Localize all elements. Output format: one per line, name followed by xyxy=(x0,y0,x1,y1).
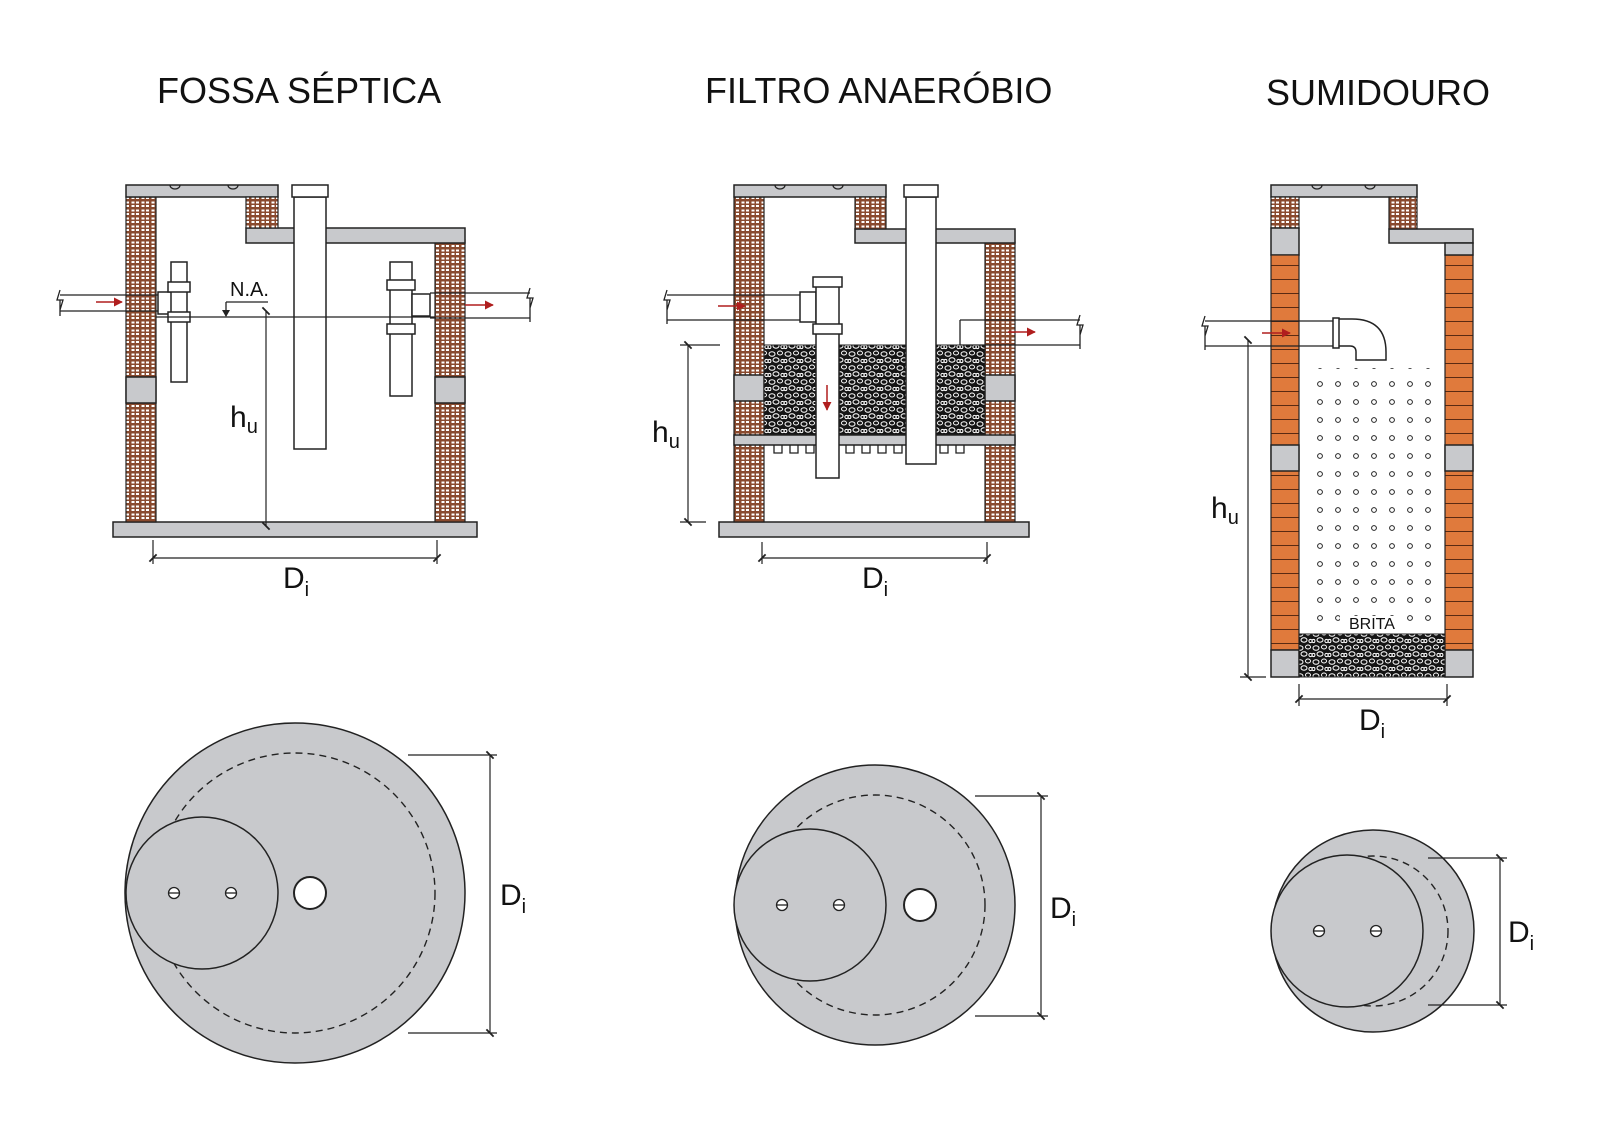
filtro-false-bottom xyxy=(733,434,1016,446)
filtro-di-label: Di xyxy=(862,562,888,601)
fossa-base-slab xyxy=(112,521,478,538)
fossa-plan-vent-hole xyxy=(293,876,327,910)
title-filtro-anaerobio: FILTRO ANAERÓBIO xyxy=(705,70,1053,111)
fossa-plan-di-label: Di xyxy=(500,879,526,918)
filtro-vent-pipe xyxy=(905,196,937,465)
sumidouro-di-label: Di xyxy=(1359,704,1385,743)
sumidouro-white-mask xyxy=(1340,616,1406,632)
fossa-top-slab-right xyxy=(245,227,466,244)
fossa-plan-view: Di xyxy=(124,722,526,1064)
filtro-down-pipe xyxy=(815,279,840,479)
fossa-plan-access-lid xyxy=(125,816,279,970)
fossa-septica-section: N.A. hu Di xyxy=(56,184,534,601)
sumidouro-plan-lift-hole-2 xyxy=(1369,924,1383,938)
sumidouro-inlet-elbow xyxy=(1335,318,1387,361)
filtro-gravel-bed xyxy=(763,344,986,436)
fossa-left-wall-band xyxy=(125,376,157,404)
filtro-base-slab xyxy=(718,521,1030,538)
sumidouro-brita-label: BRITA xyxy=(1349,616,1395,633)
filtro-hu-label: hu xyxy=(652,416,680,453)
sumidouro-plan-di-label: Di xyxy=(1508,916,1534,955)
fossa-top-slab-left xyxy=(125,184,279,198)
fossa-right-wall-band xyxy=(434,376,466,404)
fossa-vent-pipe xyxy=(293,196,327,450)
sumidouro-hu-label: hu xyxy=(1211,492,1239,529)
filtro-plan-view: Di xyxy=(733,764,1076,1046)
filtro-top-slab-left xyxy=(733,184,887,198)
sumidouro-plan-inner-dashed xyxy=(1297,855,1449,1007)
fossa-na-label: N.A. xyxy=(230,279,269,301)
fossa-left-wall xyxy=(125,196,157,523)
filtro-left-wall xyxy=(733,196,765,523)
fossa-di-label: Di xyxy=(283,562,309,601)
filtro-plan-lift-hole-2 xyxy=(832,898,846,912)
sumidouro-gravel-bed xyxy=(1298,633,1446,678)
title-sumidouro: SUMIDOURO xyxy=(1266,72,1490,113)
sumidouro-dotted-fill xyxy=(1305,368,1440,630)
fossa-plan-inner-dashed xyxy=(154,752,436,1034)
sumidouro-plan-view: Di xyxy=(1270,829,1534,1033)
filtro-anaerobio-section: hu Di xyxy=(652,184,1084,601)
filtro-plan-inner-dashed xyxy=(764,794,986,1016)
filtro-plan-di-label: Di xyxy=(1050,892,1076,931)
filtro-plan-access-lid xyxy=(733,828,887,982)
fossa-plan-lift-hole-2 xyxy=(224,886,238,900)
fossa-plan-lift-hole-1 xyxy=(167,886,181,900)
filtro-plan-vent-hole xyxy=(903,888,937,922)
filtro-plan-lift-hole-1 xyxy=(775,898,789,912)
sumidouro-plan-lift-hole-1 xyxy=(1312,924,1326,938)
fossa-lid-rim xyxy=(245,196,279,229)
sumidouro-plan-access-lid xyxy=(1270,854,1424,1008)
title-fossa-septica: FOSSA SÉPTICA xyxy=(157,70,442,111)
sumidouro-section: BRITA hu Di xyxy=(1201,184,1474,743)
sumidouro-top-slab xyxy=(1270,184,1418,198)
fossa-hu-label: hu xyxy=(230,401,258,438)
